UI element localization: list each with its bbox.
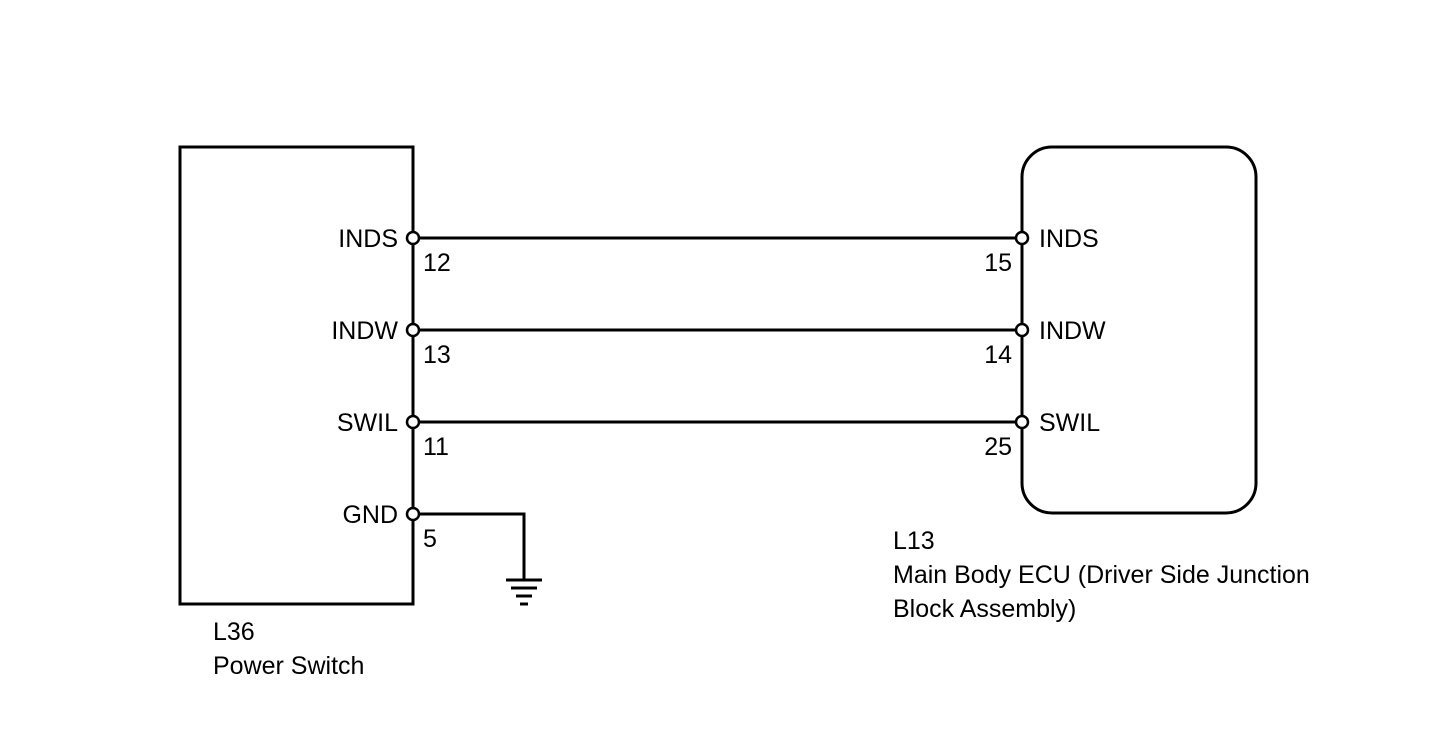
left-terminal [405, 322, 421, 338]
left-pin-label: 13 [423, 341, 451, 369]
right-component-name-line2: Block Assembly) [893, 595, 1076, 623]
left-component-code: L36 [213, 618, 255, 646]
left-component-box [178, 145, 415, 606]
right-component-name-line1: Main Body ECU (Driver Side Junction [893, 561, 1310, 589]
ground-signal-label: GND [342, 501, 398, 529]
right-terminal [1014, 322, 1030, 338]
ground-pin-label: 5 [423, 525, 437, 553]
left-terminal [405, 230, 421, 246]
left-signal-label: INDS [338, 225, 398, 253]
ground-terminal [405, 506, 421, 522]
left-terminal [405, 414, 421, 430]
right-pin-label: 25 [984, 433, 1012, 461]
left-component-name: Power Switch [213, 652, 364, 680]
right-terminal [1014, 230, 1030, 246]
left-signal-label: INDW [331, 317, 398, 345]
right-pin-label: 14 [984, 341, 1012, 369]
ground-wire [413, 512, 526, 580]
wire-indw: INDW 13 INDW 14 [331, 317, 1106, 369]
right-terminal [1014, 414, 1030, 430]
wire-swil: SWIL 11 SWIL 25 [337, 409, 1100, 461]
right-signal-label: INDW [1039, 317, 1106, 345]
right-component-code: L13 [893, 527, 935, 555]
right-component: L13 Main Body ECU (Driver Side Junction … [893, 145, 1310, 623]
left-signal-label: SWIL [337, 409, 398, 437]
left-pin-label: 12 [423, 249, 451, 277]
wire-gnd: GND 5 [342, 501, 542, 606]
wire-inds: INDS 12 INDS 15 [338, 225, 1098, 277]
left-pin-label: 11 [423, 433, 449, 461]
ground-icon [506, 578, 542, 606]
right-signal-label: SWIL [1039, 409, 1100, 437]
right-pin-label: 15 [984, 249, 1012, 277]
right-signal-label: INDS [1039, 225, 1099, 253]
left-component: L36 Power Switch [178, 145, 415, 680]
